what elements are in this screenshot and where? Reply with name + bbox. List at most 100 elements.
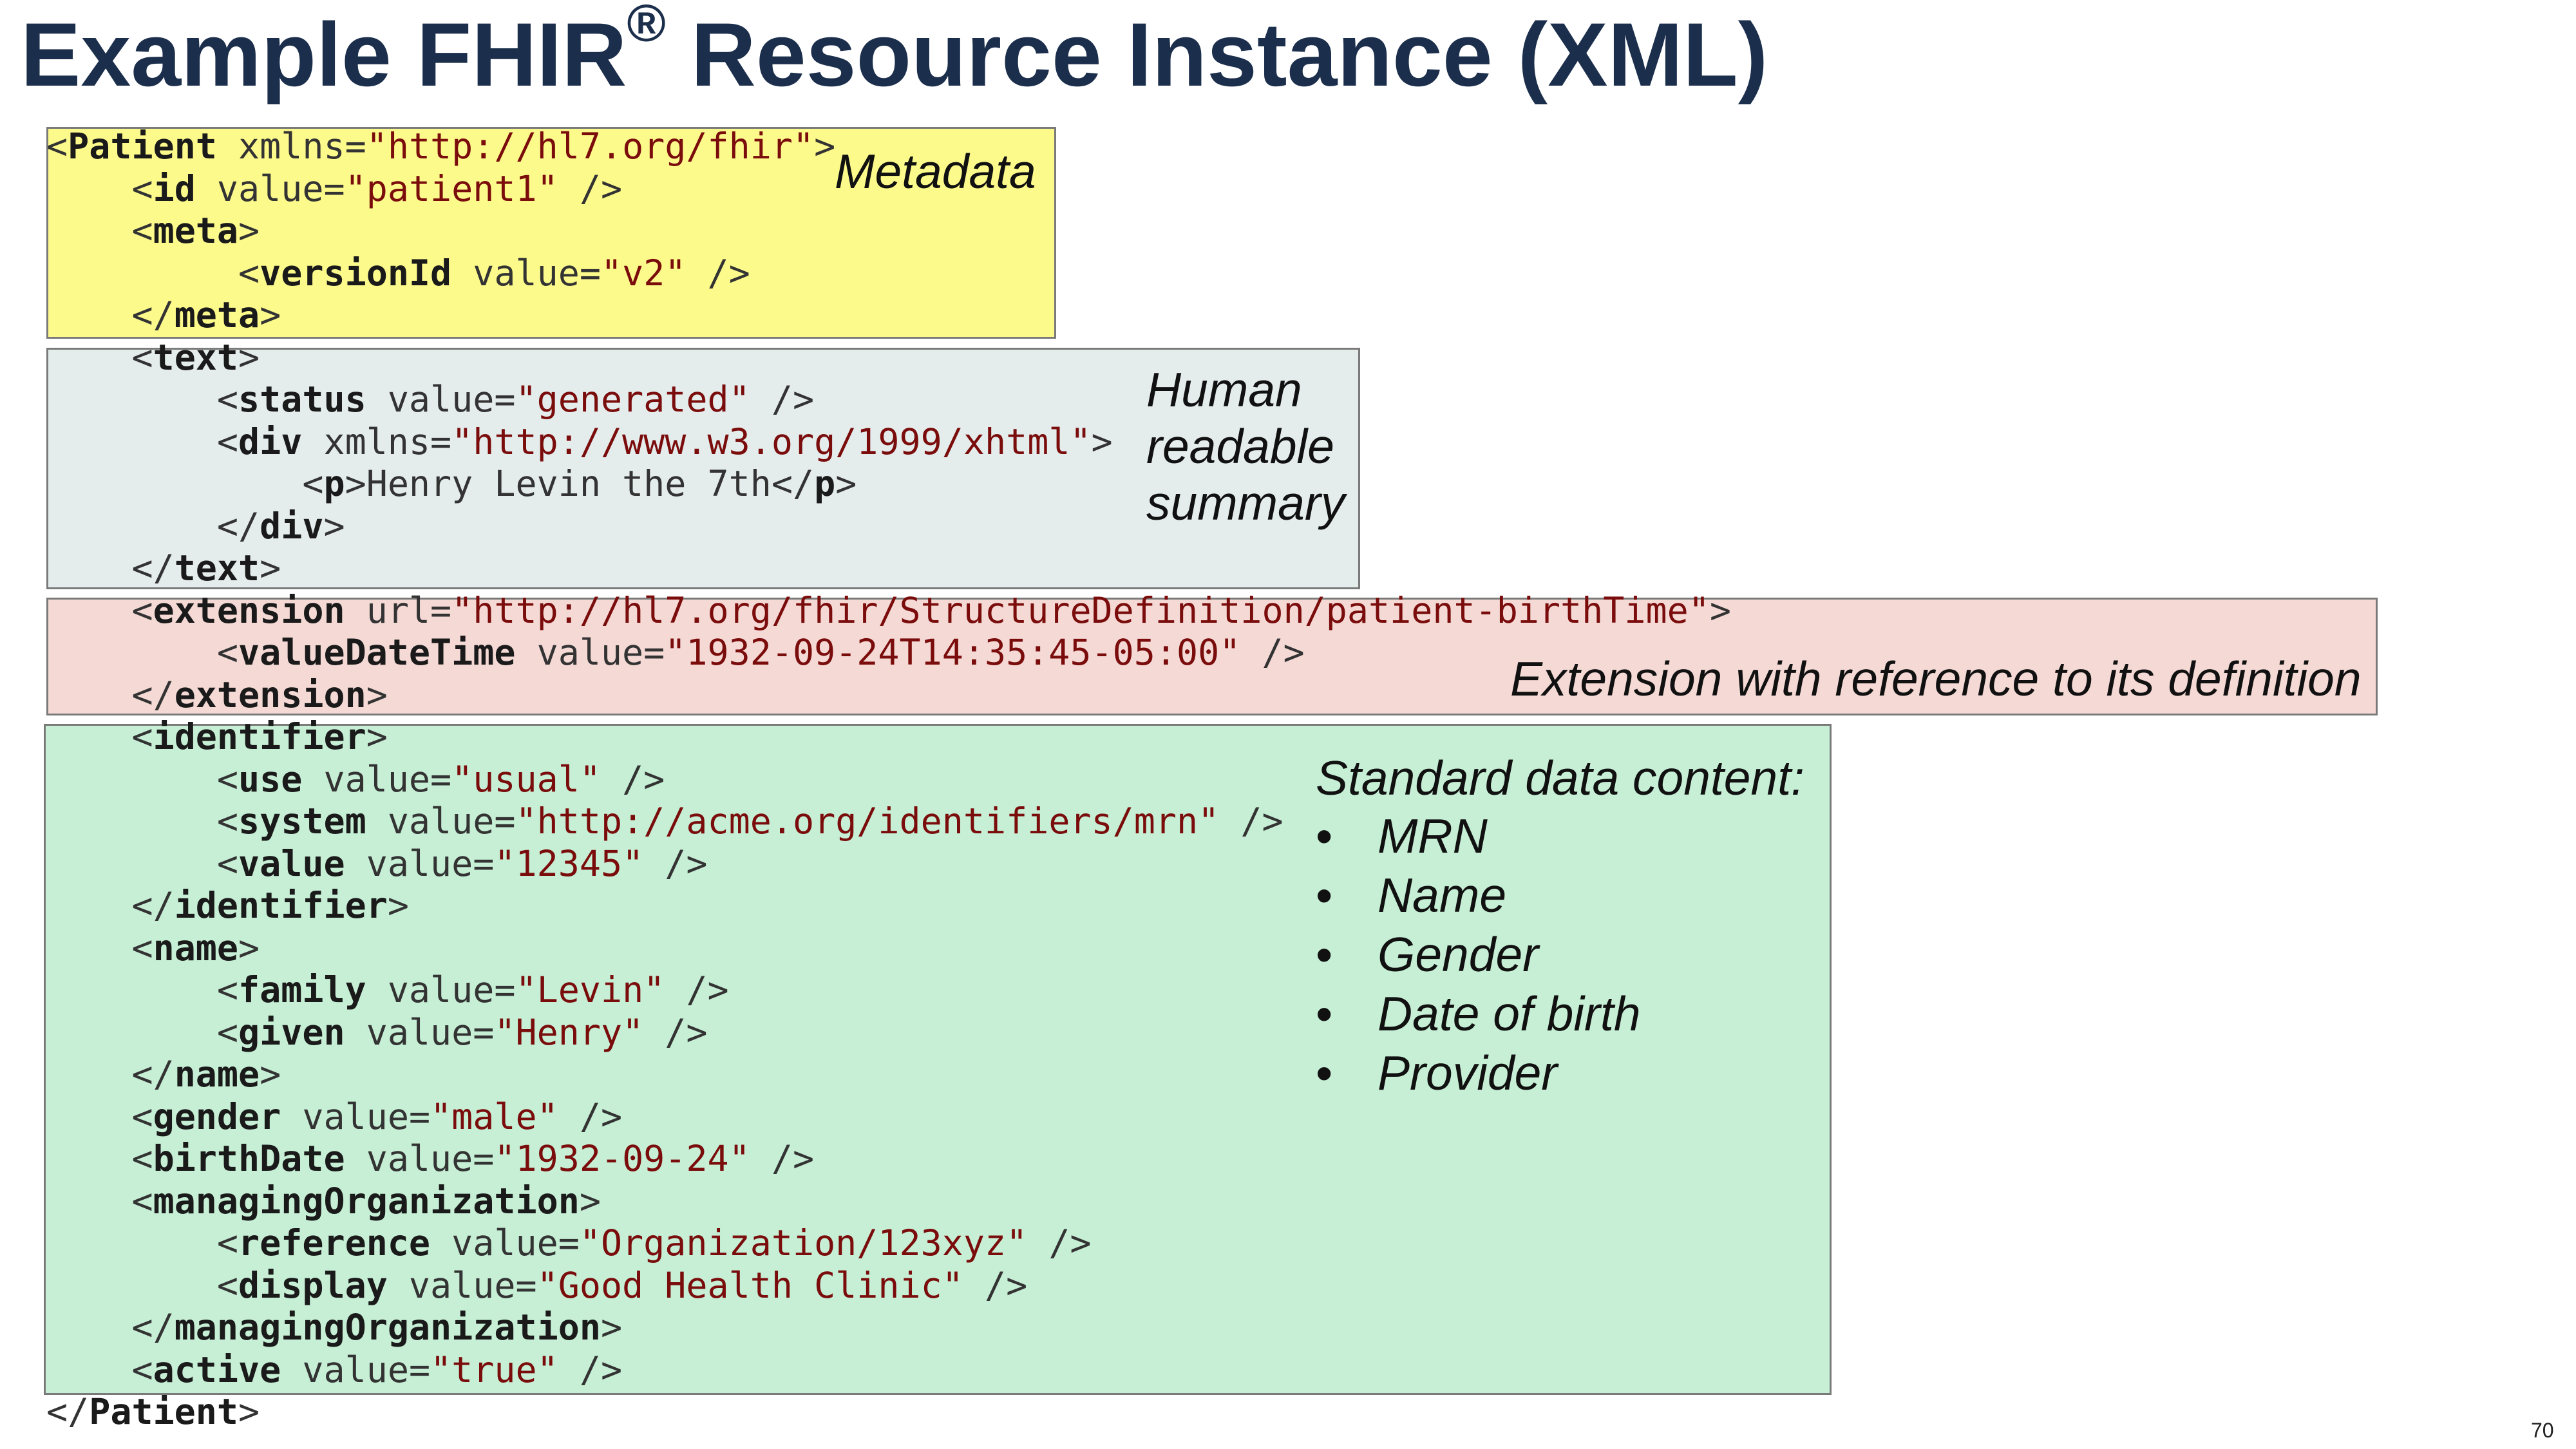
xml-text: /> — [1027, 1222, 1092, 1264]
xml-text: < — [46, 632, 239, 673]
list-item-text: Provider — [1378, 1046, 1558, 1100]
xml-tag-name: given — [238, 1011, 345, 1053]
code-line: <gender value="male" /> — [46, 1096, 1731, 1139]
code-line: <id value="patient1" /> — [46, 168, 1731, 211]
metadata-box — [46, 127, 1056, 339]
xml-attribute-value: "Henry" — [494, 1011, 644, 1053]
standard-data-box — [44, 724, 1832, 1395]
xml-text: < — [46, 800, 239, 842]
xml-text: xmlns= — [216, 126, 366, 167]
xml-tag-name: text — [153, 336, 239, 378]
page-number: 70 — [2531, 1419, 2554, 1442]
xml-text: < — [46, 1138, 153, 1179]
xml-text: < — [46, 1095, 153, 1137]
bullet-icon: • — [1316, 809, 1333, 863]
xml-text: </ — [46, 885, 175, 926]
list-item: •MRN — [1316, 806, 1804, 866]
xml-text: value= — [281, 1349, 431, 1390]
xml-tag-name: display — [238, 1264, 388, 1306]
registered-mark: ® — [627, 0, 666, 53]
list-item-text: Gender — [1378, 927, 1539, 981]
xml-tag-name: managingOrganization — [153, 1180, 580, 1222]
code-line: <valueDateTime value="1932-09-24T14:35:4… — [46, 632, 1731, 674]
xml-tag-name: div — [260, 505, 324, 547]
xml-text: < — [46, 252, 260, 294]
xml-tag-name: status — [238, 379, 366, 420]
code-line: </name> — [46, 1054, 1731, 1096]
xml-text: /> — [558, 1349, 623, 1390]
xml-tag-name: id — [153, 167, 196, 209]
xml-attribute-value: "12345" — [494, 842, 644, 884]
xml-text: > — [835, 463, 857, 504]
code-line: <active value="true" /> — [46, 1349, 1731, 1392]
code-line: <system value="http://acme.org/identifie… — [46, 800, 1731, 843]
xml-text: /> — [963, 1264, 1028, 1306]
xml-tag-name: family — [238, 969, 366, 1010]
xml-tag-name: system — [238, 800, 366, 842]
xml-text: < — [46, 589, 153, 631]
slide-title-rest: Resource Instance (XML) — [665, 4, 1768, 105]
code-line: <use value="usual" /> — [46, 759, 1731, 801]
code-line: <family value="Levin" /> — [46, 969, 1731, 1012]
code-line: <meta> — [46, 210, 1731, 252]
xml-text: /> — [686, 252, 750, 294]
xml-text: </ — [46, 294, 175, 336]
xml-tag-name: name — [174, 1054, 260, 1095]
xml-text: /> — [558, 1095, 623, 1137]
xml-text: value= — [302, 758, 452, 800]
xml-text: > — [238, 210, 260, 251]
xml-text: >Henry Levin the 7th</ — [345, 463, 815, 504]
slide-title: Example FHIR® Resource Instance (XML) — [21, 0, 1768, 105]
xml-attribute-value: "patient1" — [345, 167, 558, 209]
code-line: <identifier> — [46, 716, 1731, 759]
xml-text: /> — [665, 969, 729, 1010]
xml-text: < — [46, 927, 153, 969]
xml-text: > — [238, 336, 260, 378]
xml-tag-name: p — [323, 463, 345, 504]
xml-attribute-value: "generated" — [515, 379, 750, 420]
xml-text: > — [238, 1391, 260, 1432]
xml-attribute-value: "male" — [430, 1095, 558, 1137]
standard-data-list: •MRN •Name •Gender •Date of birth •Provi… — [1316, 806, 1804, 1103]
xml-text: /> — [750, 379, 815, 420]
xml-tag-name: value — [238, 842, 345, 884]
code-line: </identifier> — [46, 885, 1731, 927]
xml-text: </ — [46, 547, 175, 589]
xml-text: < — [46, 1349, 153, 1390]
xml-text: < — [46, 379, 239, 420]
xml-tag-name: Patient — [68, 126, 217, 167]
xml-text: < — [46, 969, 239, 1010]
xml-text: value= — [345, 842, 495, 884]
xml-text: value= — [366, 969, 516, 1010]
xml-tag-name: active — [153, 1349, 281, 1390]
xml-text: < — [46, 126, 68, 167]
xml-text: < — [46, 167, 153, 209]
xml-text: </ — [46, 1307, 175, 1348]
list-item: •Name — [1316, 866, 1804, 925]
xml-attribute-value: "usual" — [451, 758, 601, 800]
xml-text: > — [366, 716, 388, 757]
xml-attribute-value: "1932-09-24" — [494, 1138, 750, 1179]
xml-text: value= — [387, 1264, 537, 1306]
xml-text: < — [46, 1222, 239, 1264]
code-line: </meta> — [46, 294, 1731, 337]
xml-text: /> — [558, 167, 623, 209]
code-line: <display value="Good Health Clinic" /> — [46, 1265, 1731, 1307]
xml-tag-name: reference — [238, 1222, 431, 1264]
xml-text: value= — [345, 1011, 495, 1053]
standard-data-heading: Standard data content: — [1316, 751, 1804, 805]
xml-attribute-value: "http://hl7.org/fhir/StructureDefinition… — [451, 589, 1710, 631]
code-line: <managingOrganization> — [46, 1180, 1731, 1223]
xml-text: > — [1709, 589, 1731, 631]
xml-tag-name: extension — [153, 589, 345, 631]
xml-attribute-value: "http://acme.org/identifiers/mrn" — [515, 800, 1220, 842]
summary-box — [46, 348, 1360, 589]
xml-text: /> — [1240, 632, 1305, 673]
code-line: <text> — [46, 337, 1731, 379]
code-line: <birthDate value="1932-09-24" /> — [46, 1138, 1731, 1180]
list-item-text: Date of birth — [1378, 987, 1641, 1041]
xml-text: < — [46, 421, 239, 462]
code-line: </Patient> — [46, 1391, 1731, 1434]
xml-tag-name: meta — [153, 210, 239, 251]
code-line: <div xmlns="http://www.w3.org/1999/xhtml… — [46, 421, 1731, 464]
